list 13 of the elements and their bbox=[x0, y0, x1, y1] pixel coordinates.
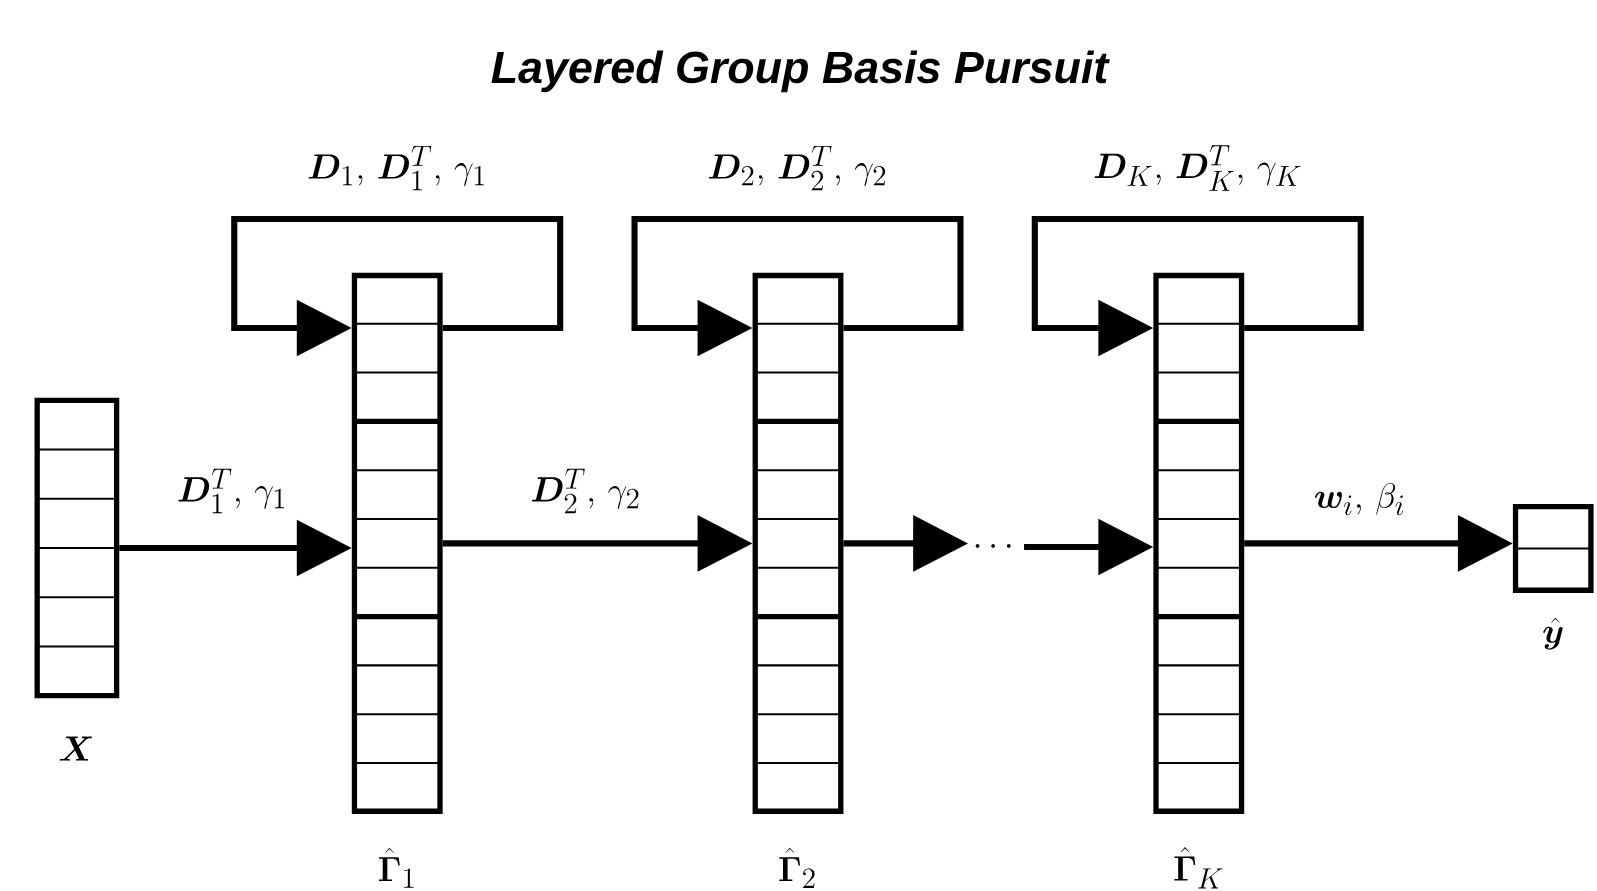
edge-label: $\boldsymbol{D}_2,\,\boldsymbol{D}_2^T,\,\gamma_2$ bbox=[708, 145, 886, 191]
edge-label: $\boldsymbol{D}_1,\,\boldsymbol{D}_1^T,\,\gamma_1$ bbox=[308, 145, 484, 191]
edge-label: $\boldsymbol{D}_2^T,\,\gamma_2$ bbox=[531, 468, 639, 514]
edge-label: $\boldsymbol{D}_1^T,\,\gamma_1$ bbox=[178, 468, 285, 514]
vector-label: $\hat{\boldsymbol{\Gamma}}_K$ bbox=[1174, 847, 1223, 889]
vector-label: $\hat{\boldsymbol{y}}$ bbox=[1543, 617, 1563, 650]
vector-label: $\boldsymbol{X}$ bbox=[59, 736, 92, 761]
edge-label: $\boldsymbol{D}_K,\,\boldsymbol{D}_K^T,\,\gamma_K$ bbox=[1094, 145, 1301, 191]
title: Layered Group Basis Pursuit bbox=[491, 50, 1110, 93]
edge-label: $\boldsymbol{w}_i,\,\beta_i$ bbox=[1315, 482, 1404, 516]
vector-label: $\hat{\boldsymbol{\Gamma}}_1$ bbox=[379, 847, 414, 888]
ellipsis: $\cdots$ bbox=[975, 544, 1011, 548]
vector-label: $\hat{\boldsymbol{\Gamma}}_2$ bbox=[779, 847, 815, 888]
